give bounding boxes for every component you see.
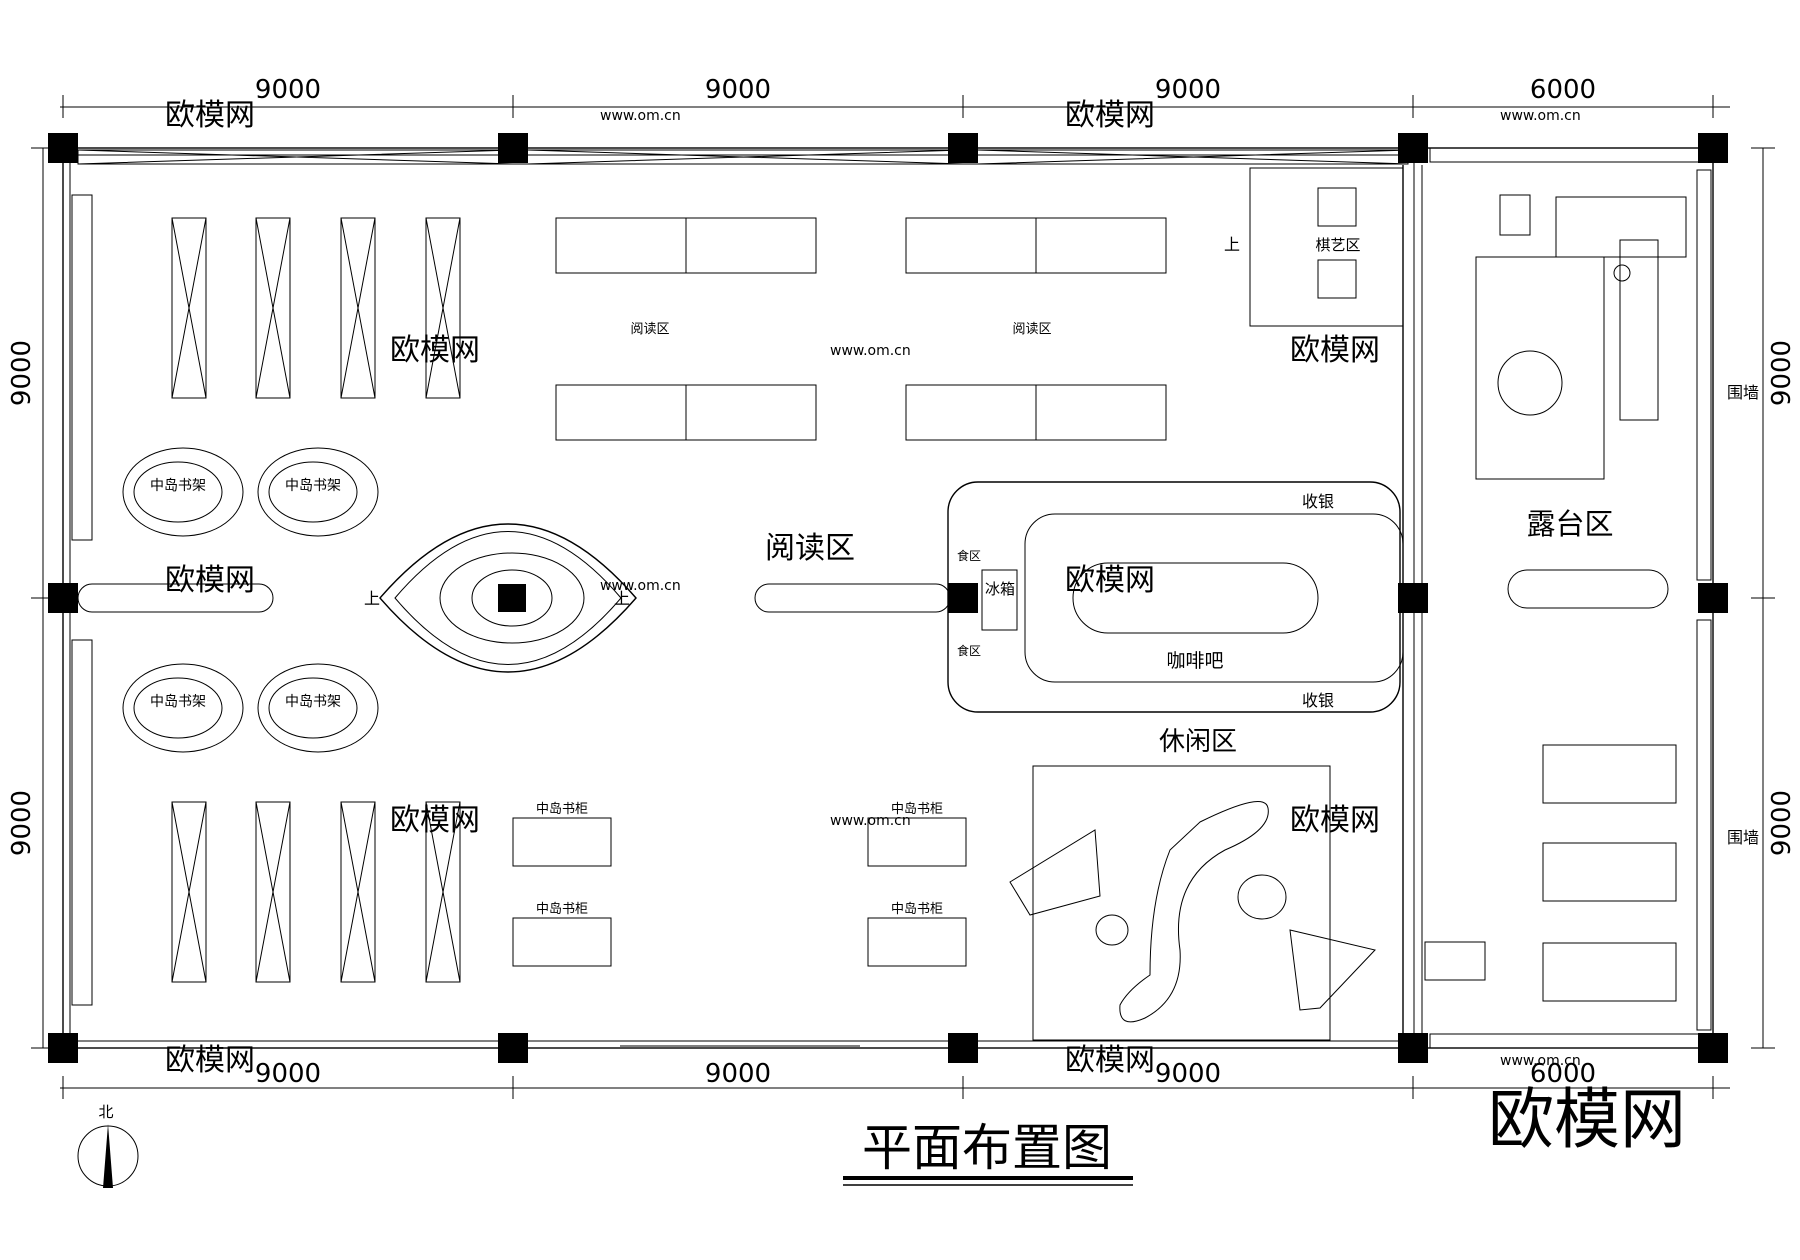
watermark-url: www.om.cn bbox=[1500, 1053, 1581, 1069]
stair-up-label: 上 bbox=[1224, 235, 1240, 254]
stair-up-label: 上 bbox=[614, 589, 630, 608]
watermark-url: www.om.cn bbox=[600, 578, 681, 594]
watermark-url: www.om.cn bbox=[1500, 108, 1581, 124]
watermark: 欧模网 bbox=[165, 1043, 255, 1078]
watermark-url: www.om.cn bbox=[830, 343, 911, 359]
watermark-url: www.om.cn bbox=[830, 813, 911, 829]
fence-label-1: 围墙 bbox=[1727, 383, 1759, 402]
dim-top-1: 9000 bbox=[255, 75, 321, 105]
terrace-furniture: 露台区 bbox=[1424, 194, 1687, 1002]
island-cabinet-label: 中岛书柜 bbox=[536, 901, 588, 917]
island-shelf-label: 中岛书架 bbox=[285, 478, 341, 494]
island-shelf-label: 中岛书架 bbox=[150, 478, 206, 494]
island-shelf-label: 中岛书架 bbox=[285, 694, 341, 710]
dim-top-2: 9000 bbox=[705, 75, 771, 105]
island-cabinets: 中岛书柜 中岛书柜 中岛书柜 中岛书柜 bbox=[512, 801, 967, 967]
reading-zone-label: 阅读区 bbox=[765, 531, 855, 566]
dim-right-1: 9000 bbox=[1767, 340, 1797, 406]
dim-left-1: 9000 bbox=[7, 340, 37, 406]
cafe-bar: 冰箱 食区 食区 咖啡吧 收银 收银 bbox=[947, 481, 1404, 713]
food-area-label: 食区 bbox=[957, 548, 981, 563]
watermark: 欧模网 bbox=[1065, 98, 1155, 133]
inner-wall-line bbox=[69, 154, 1415, 1042]
wall-bookshelves bbox=[71, 194, 93, 1006]
north-label: 北 bbox=[98, 1103, 113, 1121]
watermark-logo: 欧模网 bbox=[1488, 1081, 1686, 1158]
watermark: 欧模网 bbox=[1290, 803, 1380, 838]
leisure-zone-label: 休闲区 bbox=[1159, 727, 1237, 757]
dim-top-4: 6000 bbox=[1530, 75, 1596, 105]
cashier-label: 收银 bbox=[1302, 691, 1334, 710]
reading-tables: 阅读区 阅读区 bbox=[555, 217, 1167, 441]
planter-top bbox=[1429, 147, 1714, 163]
reading-zone-small-label: 阅读区 bbox=[630, 322, 669, 337]
fence-wall-lower bbox=[1696, 619, 1712, 1031]
fence-label-2: 围墙 bbox=[1727, 828, 1759, 847]
watermark: 欧模网 bbox=[165, 98, 255, 133]
dim-left-2: 9000 bbox=[7, 790, 37, 856]
terrace-zone-label: 露台区 bbox=[1526, 507, 1613, 541]
building-walls: 围墙 围墙 bbox=[48, 133, 1759, 1063]
plan-title-group: 平面布置图 bbox=[843, 1119, 1133, 1186]
reading-zone-small-label: 阅读区 bbox=[1012, 322, 1051, 337]
watermark-url: www.om.cn bbox=[600, 108, 681, 124]
cashier-label: 收银 bbox=[1302, 492, 1334, 511]
watermark: 欧模网 bbox=[1290, 333, 1380, 368]
chess-room: 棋艺区 上 bbox=[1224, 167, 1404, 327]
dimension-lines: 9000 9000 9000 6000 9000 9000 9000 6000 … bbox=[7, 75, 1797, 1099]
dim-bottom-4: 6000 bbox=[1530, 1059, 1596, 1089]
dim-right-2: 9000 bbox=[1767, 790, 1797, 856]
dim-bottom-3: 9000 bbox=[1155, 1059, 1221, 1089]
fridge-label: 冰箱 bbox=[985, 580, 1015, 598]
plan-title: 平面布置图 bbox=[862, 1119, 1112, 1177]
bookshelf-racks bbox=[171, 217, 461, 983]
island-bookshelves: 中岛书架 中岛书架 中岛书架 中岛书架 bbox=[122, 447, 379, 753]
watermark: 欧模网 bbox=[165, 563, 255, 598]
cafe-zone-label: 咖啡吧 bbox=[1166, 650, 1223, 672]
planter-bottom bbox=[1429, 1033, 1714, 1049]
island-cabinet-label: 中岛书柜 bbox=[891, 901, 943, 917]
central-oval-feature: 上 上 bbox=[364, 523, 637, 673]
north-arrow-icon bbox=[103, 1124, 113, 1188]
island-cabinet-label: 中岛书柜 bbox=[891, 801, 943, 817]
watermark-layer: 欧模网 欧模网 欧模网 欧模网 欧模网 欧模网 欧模网 欧模网 欧模网 欧模网 … bbox=[165, 98, 1581, 1078]
fence-wall-upper bbox=[1696, 169, 1712, 581]
stair-up-label: 上 bbox=[364, 589, 380, 608]
partitions bbox=[77, 583, 951, 613]
dim-bottom-1: 9000 bbox=[255, 1059, 321, 1089]
dim-top-3: 9000 bbox=[1155, 75, 1221, 105]
chess-zone-label: 棋艺区 bbox=[1315, 236, 1360, 254]
outer-wall bbox=[62, 147, 1714, 1049]
leisure-area: 休闲区 bbox=[1009, 727, 1376, 1041]
food-area-label: 食区 bbox=[957, 643, 981, 658]
dim-bottom-2: 9000 bbox=[705, 1059, 771, 1089]
island-shelf-label: 中岛书架 bbox=[150, 694, 206, 710]
north-arrow: 北 bbox=[77, 1103, 139, 1188]
watermark: 欧模网 bbox=[1065, 563, 1155, 598]
island-cabinet-label: 中岛书柜 bbox=[536, 801, 588, 817]
watermark: 欧模网 bbox=[1065, 1043, 1155, 1078]
watermark: 欧模网 bbox=[390, 803, 480, 838]
